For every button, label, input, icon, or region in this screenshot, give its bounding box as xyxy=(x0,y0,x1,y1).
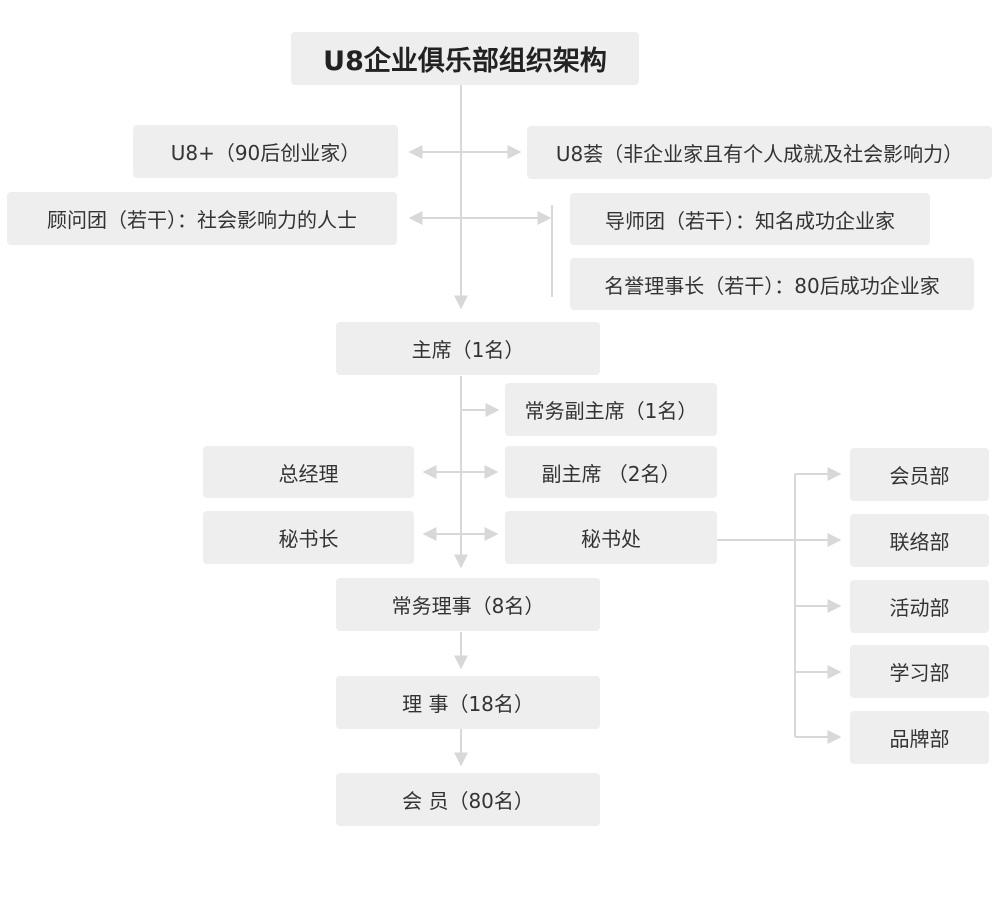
department-learning-box: 学习部 xyxy=(850,645,989,698)
department-brand-box: 品牌部 xyxy=(850,711,989,764)
secretary-general-box: 秘书长 xyxy=(203,511,414,564)
advisors-box: 顾问团（若干）：社会影响力的人士 xyxy=(7,192,397,245)
department-liaison-box: 联络部 xyxy=(850,514,989,567)
general-manager-box: 总经理 xyxy=(203,446,414,498)
u8hui-box: U8荟（非企业家且有个人成就及社会影响力） xyxy=(527,126,992,179)
vice-chairman-box: 副主席 （2名） xyxy=(505,446,717,498)
mentors-box: 导师团（若干）：知名成功企业家 xyxy=(570,193,930,245)
department-events-box: 活动部 xyxy=(850,580,989,633)
secretariat-box: 秘书处 xyxy=(505,511,717,564)
chart-title: U8企业俱乐部组织架构 xyxy=(291,32,639,85)
directors-box: 理 事（18名） xyxy=(336,676,600,729)
honorary-chair-box: 名誉理事长（若干）：80后成功企业家 xyxy=(570,258,974,310)
department-membership-box: 会员部 xyxy=(850,448,989,501)
executive-directors-box: 常务理事（8名） xyxy=(336,578,600,631)
u8plus-box: U8+（90后创业家） xyxy=(133,125,398,178)
members-box: 会 员（80名） xyxy=(336,773,600,826)
chairman-box: 主席（1名） xyxy=(336,322,600,375)
exec-vice-chairman-box: 常务副主席（1名） xyxy=(505,383,717,436)
